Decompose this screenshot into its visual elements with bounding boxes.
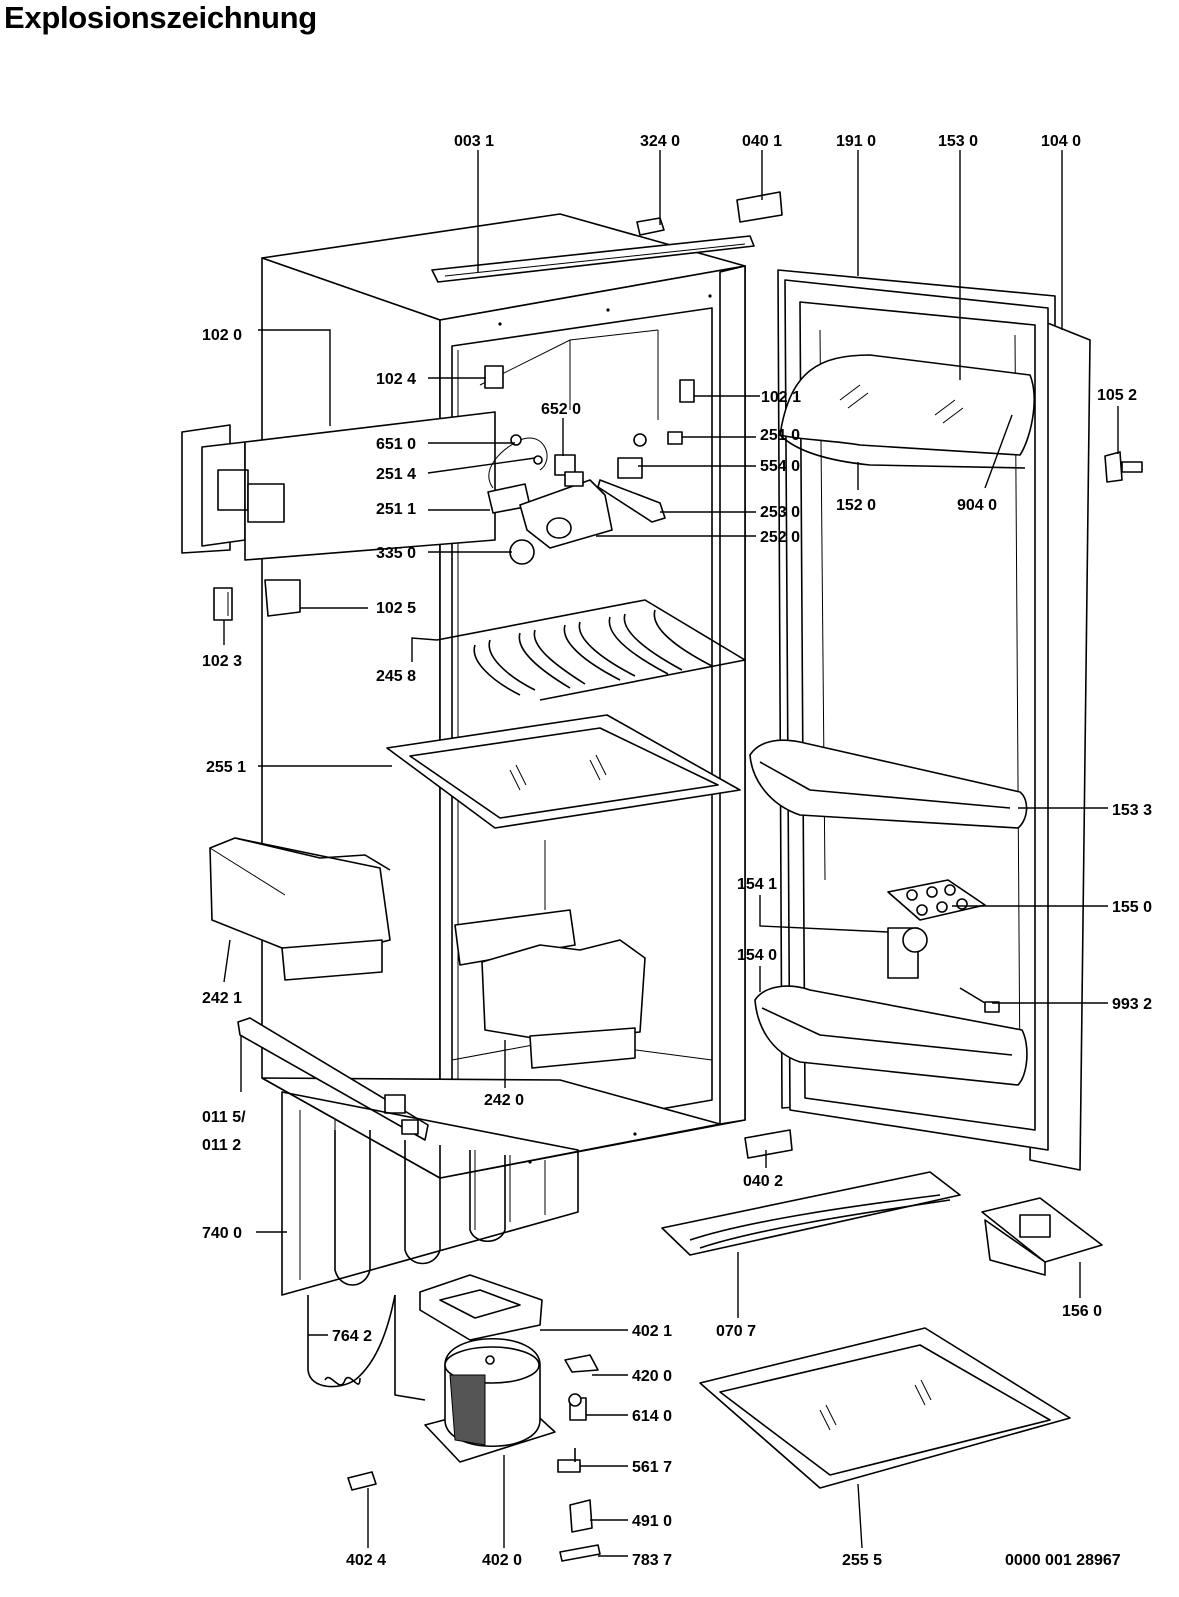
part-label: 324 0 <box>640 133 680 150</box>
part-label: 554 0 <box>760 458 800 475</box>
control-panel-cover <box>181 411 496 561</box>
part-label: 251 1 <box>376 501 416 518</box>
part-label: 155 0 <box>1112 899 1152 916</box>
part-label: 102 1 <box>761 389 801 406</box>
part-label: 255 5 <box>842 1552 882 1569</box>
door-assembly <box>636 191 1143 1171</box>
crisper-drawer-left <box>209 837 391 981</box>
part-number-labels: 003 1 324 0 040 1 191 0 153 0 104 0 102 … <box>202 133 1152 1569</box>
part-label: 652 0 <box>541 401 581 418</box>
part-label: 252 0 <box>760 529 800 546</box>
part-label: 070 7 <box>716 1323 756 1340</box>
part-label: 335 0 <box>376 545 416 562</box>
part-label: 402 1 <box>632 1323 672 1340</box>
evaporator-coil <box>436 599 746 701</box>
page-title: Explosionszeichnung <box>4 0 317 35</box>
clip-parts-left <box>213 579 301 621</box>
part-label: 105 2 <box>1097 387 1137 404</box>
part-label: 154 0 <box>737 947 777 964</box>
part-label: 402 4 <box>346 1552 386 1569</box>
part-label: 011 2 <box>202 1137 241 1154</box>
part-label: 152 0 <box>836 497 876 514</box>
part-label: 251 0 <box>760 427 800 444</box>
part-label: 783 7 <box>632 1552 672 1569</box>
part-label: 040 1 <box>742 133 782 150</box>
part-label: 245 8 <box>376 668 416 685</box>
part-label: 764 2 <box>332 1328 372 1345</box>
base-parts <box>661 1171 1103 1489</box>
part-label: 561 7 <box>632 1459 672 1476</box>
condenser-coil <box>281 1091 579 1296</box>
part-label: 251 4 <box>376 466 416 483</box>
part-label: 740 0 <box>202 1225 242 1242</box>
drawer-rail <box>237 1017 429 1141</box>
thermostat-light-assembly <box>484 365 695 565</box>
part-label: 242 0 <box>484 1092 524 1109</box>
part-label: 102 0 <box>202 327 242 344</box>
part-label: 255 1 <box>206 759 246 776</box>
electrical-parts <box>347 1354 601 1562</box>
part-label: 904 0 <box>957 497 997 514</box>
part-label: 040 2 <box>743 1173 783 1190</box>
part-label: 614 0 <box>632 1408 672 1425</box>
part-label: 011 5/ <box>202 1109 246 1126</box>
part-label: 242 1 <box>202 990 242 1007</box>
part-label: 993 2 <box>1112 996 1152 1013</box>
compressor-bracket <box>419 1274 543 1341</box>
part-label: 253 0 <box>760 504 800 521</box>
capillary-tube <box>307 1294 426 1401</box>
part-label: 104 0 <box>1041 133 1081 150</box>
drawing-number: 0000 001 28967 <box>1005 1552 1121 1569</box>
compressor <box>424 1338 556 1463</box>
leader-lines <box>223 150 1119 1557</box>
part-label: 102 3 <box>202 653 242 670</box>
part-label: 153 0 <box>938 133 978 150</box>
part-label: 156 0 <box>1062 1303 1102 1320</box>
part-label: 154 1 <box>737 876 777 893</box>
part-label: 651 0 <box>376 436 416 453</box>
part-label: 491 0 <box>632 1513 672 1530</box>
part-label: 003 1 <box>454 133 494 150</box>
part-label: 102 4 <box>376 371 416 388</box>
part-label: 102 5 <box>376 600 416 617</box>
part-label: 402 0 <box>482 1552 522 1569</box>
glass-shelf-upper <box>386 714 741 829</box>
part-label: 191 0 <box>836 133 876 150</box>
part-label: 153 3 <box>1112 802 1152 819</box>
part-label: 420 0 <box>632 1368 672 1385</box>
crisper-drawer-inner <box>454 909 646 1069</box>
